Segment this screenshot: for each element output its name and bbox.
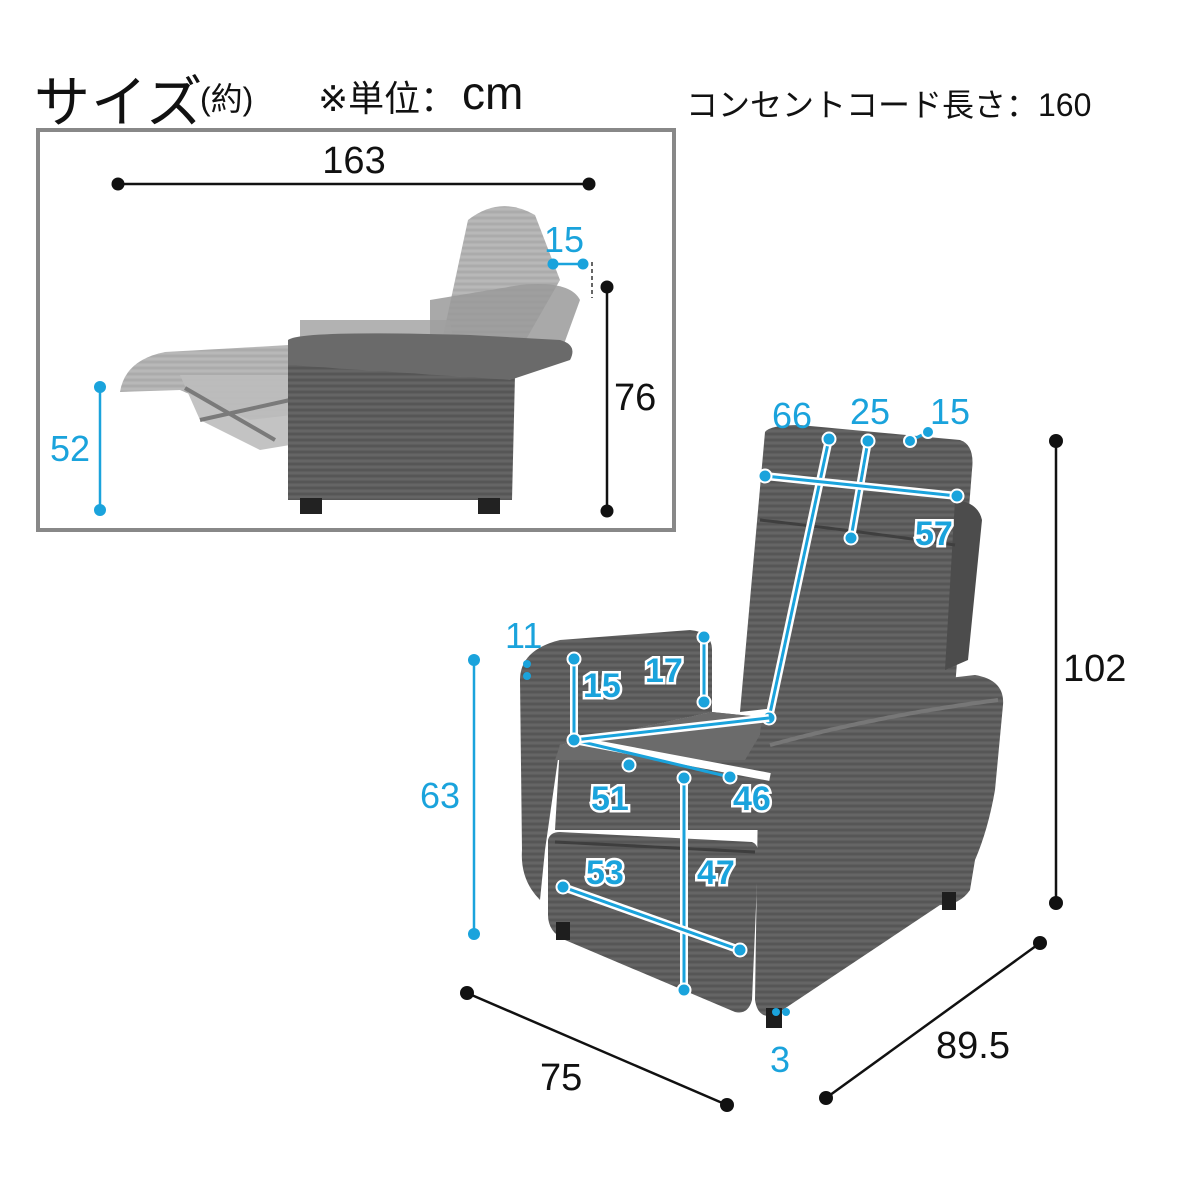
dim-total-height: 102: [1063, 648, 1126, 690]
dim-total-length: 163: [322, 140, 385, 182]
front-view-chair-image: [520, 425, 1004, 1028]
side-view-chair-image: [120, 206, 580, 514]
dim-ottoman-width: 53: [586, 854, 624, 892]
dim-headrest-height: 25: [850, 391, 890, 432]
approx-note: (約): [200, 81, 254, 117]
dim-arm-height: 15: [583, 667, 621, 705]
dim-back-width: 66: [772, 395, 812, 436]
dim-width: 75: [540, 1057, 582, 1099]
cord-length: コンセントコード長さ：160: [686, 87, 1092, 123]
dim-seat-back-height: 76: [614, 377, 656, 419]
unit-value: cm: [462, 67, 524, 119]
page-title: サイズ: [34, 71, 204, 134]
dim-seat-depth: 46: [733, 780, 771, 818]
dim-headrest-depth: 15: [930, 391, 970, 432]
dim-back-side-height: 17: [645, 652, 683, 690]
dim-seat-width: 51: [591, 780, 629, 818]
unit-label: ※単位：: [318, 78, 457, 119]
dim-footrest-height: 52: [50, 428, 90, 469]
dim-arm-width: 11: [505, 615, 542, 656]
dim-ottoman-height: 47: [697, 854, 735, 892]
dim-leg-height: 3: [770, 1039, 790, 1080]
dim-arm-height-floor: 63: [420, 775, 460, 816]
dim-headrest-width: 57: [915, 515, 953, 553]
dim-depth: 89.5: [936, 1025, 1010, 1067]
dim-headrest-offset: 15: [544, 219, 584, 260]
